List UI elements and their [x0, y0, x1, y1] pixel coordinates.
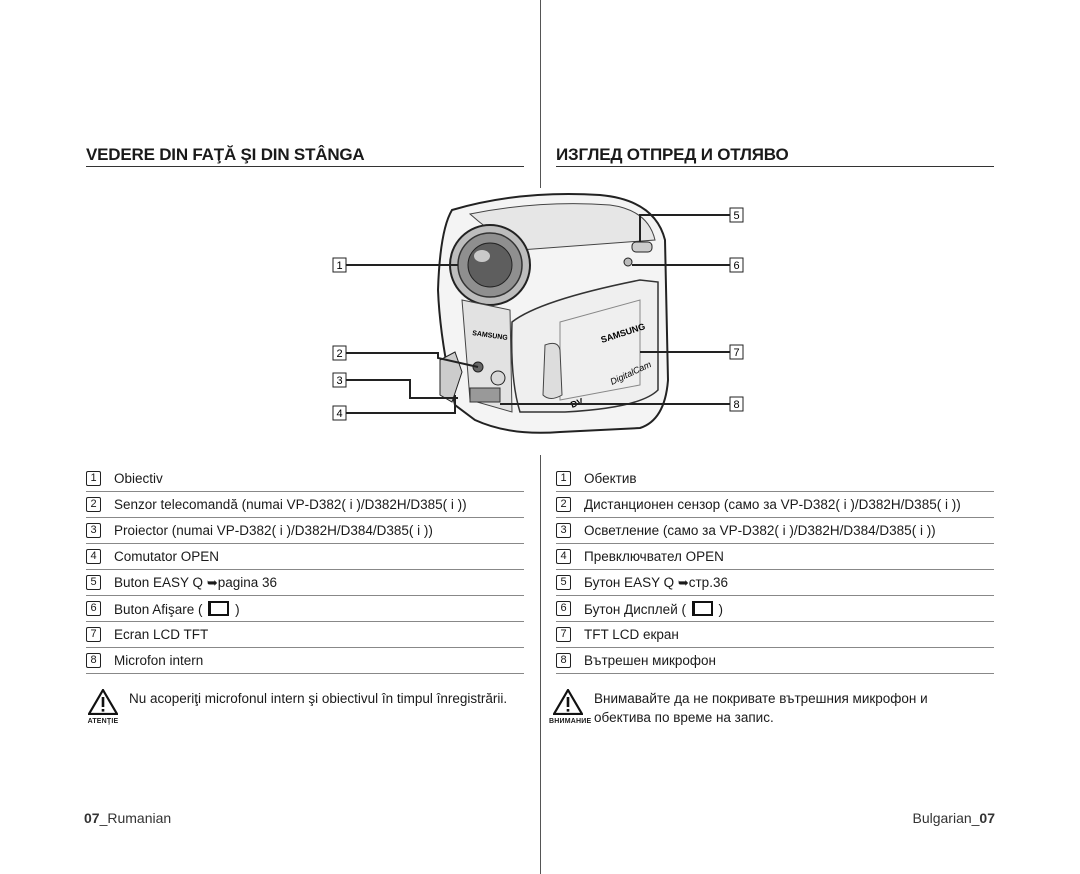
callout-1: 1: [332, 257, 347, 273]
svg-text:3: 3: [337, 375, 343, 387]
parts-list-bulgarian: 1 Обектив 2 Дистанционен сензор (само за…: [556, 466, 994, 674]
item-number: 8: [556, 653, 571, 668]
list-item: 1 Обектив: [556, 466, 994, 492]
item-number: 4: [556, 549, 571, 564]
item-text: Бутон Дисплей ( ): [584, 600, 723, 617]
item-number: 8: [86, 653, 101, 668]
lcd-hinge: [542, 342, 563, 399]
item-number: 2: [556, 497, 571, 512]
parts-list-romanian: 1 Obiectiv 2 Senzor telecomandă (numai V…: [86, 466, 524, 674]
svg-text:2: 2: [337, 348, 343, 360]
svg-text:4: 4: [337, 408, 343, 420]
list-item: 5 Бутон EASY Q ➥стр.36: [556, 570, 994, 596]
item-text: Comutator OPEN: [114, 549, 220, 564]
caution-text: Nu acoperiţi microfonul intern şi obiect…: [129, 691, 508, 706]
item-text: Превключвател OPEN: [584, 549, 724, 564]
item-text: Дистанционен сензор (само за VP-D382( i …: [584, 497, 961, 512]
list-item: 6 Бутон Дисплей ( ): [556, 596, 994, 622]
svg-text:6: 6: [734, 260, 740, 272]
page-number: 07: [979, 810, 995, 826]
list-item: 7 Ecran LCD TFT: [86, 622, 524, 648]
caution-label: ВНИМАНИЕ: [549, 718, 592, 725]
svg-text:8: 8: [734, 399, 740, 411]
display-button: [623, 257, 633, 267]
item-text: Proiector (numai VP-D382( i )/D382H/D384…: [114, 523, 433, 538]
page-number: 07: [84, 810, 100, 826]
callout-2: 2: [332, 345, 347, 361]
column-divider-top: [540, 0, 541, 188]
page-footer-left: 07_Rumanian: [84, 810, 171, 826]
list-item: 7 TFT LCD екран: [556, 622, 994, 648]
item-number: 6: [556, 601, 571, 616]
item-text: Обектив: [584, 471, 637, 486]
section-title-romanian: VEDERE DIN FAŢĂ ŞI DIN STÂNGA: [86, 146, 524, 167]
easy-q-button: [631, 241, 653, 253]
item-text: Senzor telecomandă (numai VP-D382( i )/D…: [114, 497, 467, 512]
list-item: 1 Obiectiv: [86, 466, 524, 492]
list-item: 2 Senzor telecomandă (numai VP-D382( i )…: [86, 492, 524, 518]
footer-language: Bulgarian_: [912, 810, 980, 826]
callout-4: 4: [332, 405, 347, 421]
microphone-grille: [469, 387, 501, 403]
display-button-icon: [208, 600, 230, 616]
page-reference-arrow-icon: ➥: [677, 574, 689, 590]
list-item: 8 Вътрешен микрофон: [556, 648, 994, 674]
column-divider-bottom: [540, 455, 541, 874]
item-text: Obiectiv: [114, 471, 163, 486]
lens-glass: [467, 242, 513, 288]
svg-text:7: 7: [734, 347, 740, 359]
item-number: 1: [556, 471, 571, 486]
item-text: Вътрешен микрофон: [584, 653, 717, 668]
item-number: 3: [556, 523, 571, 538]
item-text: Microfon intern: [114, 653, 204, 668]
item-text: Бутон EASY Q ➥стр.36: [584, 574, 728, 590]
item-text: Buton EASY Q ➥pagina 36: [114, 574, 278, 590]
item-number: 1: [86, 471, 101, 486]
item-number: 3: [86, 523, 101, 538]
open-switch: [439, 351, 463, 403]
item-text: TFT LCD екран: [584, 627, 679, 642]
item-number: 7: [86, 627, 101, 642]
item-number: 4: [86, 549, 101, 564]
item-number: 5: [86, 575, 101, 590]
caution-label: ATENŢIE: [87, 718, 119, 725]
svg-text:5: 5: [734, 210, 740, 222]
lens-highlight: [474, 250, 490, 262]
item-number: 2: [86, 497, 101, 512]
page-footer-right: Bulgarian_07: [912, 810, 995, 826]
list-item: 4 Превключвател OPEN: [556, 544, 994, 570]
list-item: 6 Buton Afişare ( ): [86, 596, 524, 622]
item-number: 5: [556, 575, 571, 590]
caution-text: Внимавайте да не покривате вътрешния мик…: [594, 691, 928, 725]
section-title-bulgarian: ИЗГЛЕД ОТПРЕД И ОТЛЯВО: [556, 146, 994, 167]
list-item: 2 Дистанционен сензор (само за VP-D382( …: [556, 492, 994, 518]
svg-text:1: 1: [337, 260, 343, 272]
warning-triangle-icon: ATENŢIE: [84, 687, 122, 725]
display-button-icon: [691, 600, 713, 616]
page-reference-arrow-icon: ➥: [206, 574, 218, 590]
light: [490, 370, 506, 386]
list-item: 4 Comutator OPEN: [86, 544, 524, 570]
callout-7: 7: [729, 344, 744, 360]
list-item: 3 Proiector (numai VP-D382( i )/D382H/D3…: [86, 518, 524, 544]
callout-3: 3: [332, 372, 347, 388]
item-text: Осветление (само за VP-D382( i )/D382H/D…: [584, 523, 936, 538]
item-number: 6: [86, 601, 101, 616]
callout-5: 5: [729, 207, 744, 223]
list-item: 5 Buton EASY Q ➥pagina 36: [86, 570, 524, 596]
item-text: Buton Afişare ( ): [114, 600, 240, 617]
brand-front: SAMSUNG: [472, 330, 509, 342]
list-item: 3 Осветление (само за VP-D382( i )/D382H…: [556, 518, 994, 544]
callout-8: 8: [729, 396, 744, 412]
footer-language: _Rumanian: [99, 810, 172, 826]
warning-triangle-icon: ВНИМАНИЕ: [549, 687, 592, 725]
list-item: 8 Microfon intern: [86, 648, 524, 674]
callout-6: 6: [729, 257, 744, 273]
item-number: 7: [556, 627, 571, 642]
item-text: Ecran LCD TFT: [114, 627, 209, 642]
